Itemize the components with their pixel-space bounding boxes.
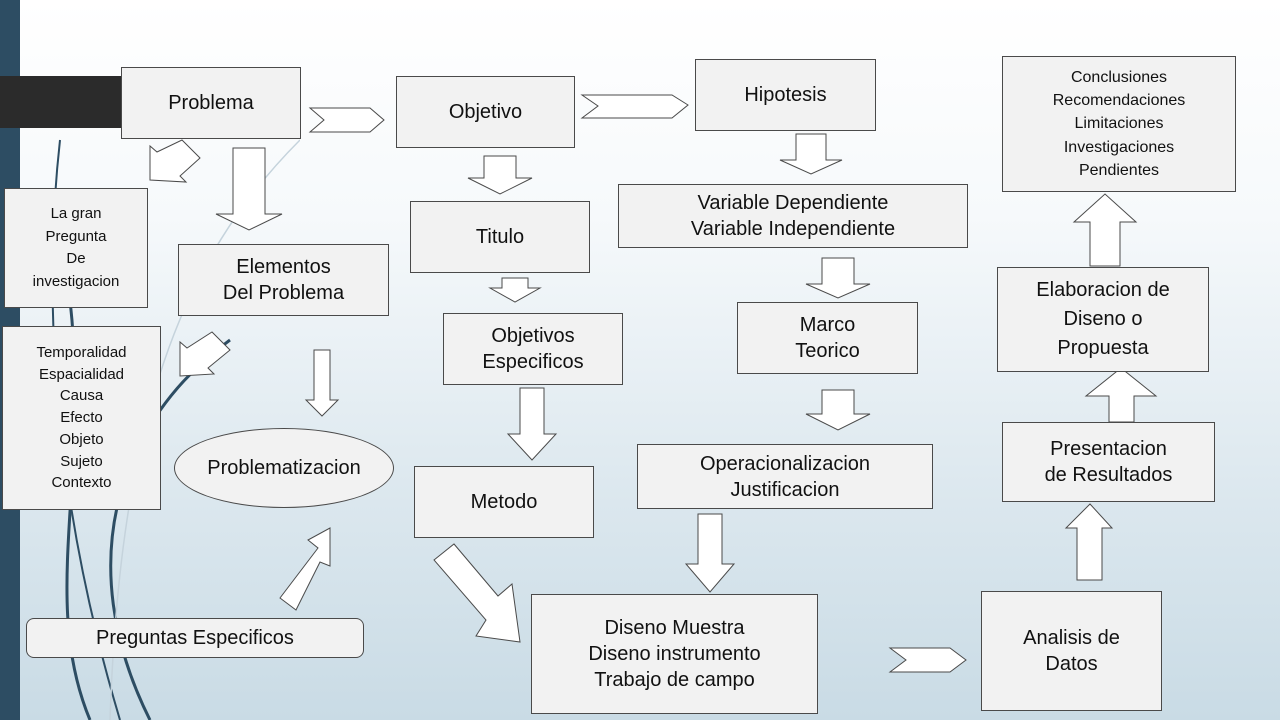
node-operacionalizacion: Operacionalizacion Justificacion <box>637 444 933 509</box>
node-problema: Problema <box>121 67 301 139</box>
node-objetivos-especificos: Objetivos Especificos <box>443 313 623 385</box>
arrow-objetivos-metodo <box>506 387 558 461</box>
arrow-elaboracion-conclusiones <box>1072 193 1138 267</box>
chevron-objetivo-hipotesis <box>580 94 689 119</box>
node-conclusiones: Conclusiones Recomendaciones Limitacione… <box>1002 56 1236 192</box>
arrow-metodo-diseno <box>433 543 521 643</box>
node-titulo: Titulo <box>410 201 590 273</box>
arrow-presentacion-elaboracion <box>1084 367 1158 423</box>
arrow-titulo-objetivos <box>488 277 542 303</box>
node-diseno-muestra: Diseno Muestra Diseno instrumento Trabaj… <box>531 594 818 714</box>
node-temporalidad: Temporalidad Espacialidad Causa Efecto O… <box>2 326 161 510</box>
node-marco-teorico: Marco Teorico <box>737 302 918 374</box>
slide-dark-tab <box>0 76 122 128</box>
node-la-gran-pregunta: La gran Pregunta De investigacion <box>4 188 148 308</box>
node-hipotesis: Hipotesis <box>695 59 876 131</box>
arrow-preguntas-problematizacion <box>279 527 331 611</box>
arrow-operacionalizacion-diseno <box>684 513 736 593</box>
arrow-hipotesis-variables <box>779 133 843 175</box>
node-presentacion: Presentacion de Resultados <box>1002 422 1215 502</box>
node-objetivo: Objetivo <box>396 76 575 148</box>
chevron-problema-objetivo <box>308 107 385 133</box>
chevron-diseno-analisis <box>888 647 967 673</box>
arrow-elementos-problematizacion <box>304 349 340 417</box>
arrow-analisis-presentacion <box>1064 503 1114 581</box>
arrow-objetivo-titulo <box>467 155 533 195</box>
arrow-variables-marco <box>805 257 871 299</box>
arrow-problema-elementos <box>215 147 283 231</box>
node-elementos-del-problema: Elementos Del Problema <box>178 244 389 316</box>
arrow-problema-gran-pregunta <box>149 139 201 183</box>
node-preguntas-especificos: Preguntas Especificos <box>26 618 364 658</box>
node-problematizacion: Problematizacion <box>174 428 394 508</box>
node-elaboracion: Elaboracion de Diseno o Propuesta <box>997 267 1209 372</box>
node-metodo: Metodo <box>414 466 594 538</box>
node-variables: Variable Dependiente Variable Independie… <box>618 184 968 248</box>
node-analisis: Analisis de Datos <box>981 591 1162 711</box>
arrow-marco-operacionalizacion <box>805 389 871 431</box>
arrow-elementos-temporalidad <box>179 331 231 377</box>
